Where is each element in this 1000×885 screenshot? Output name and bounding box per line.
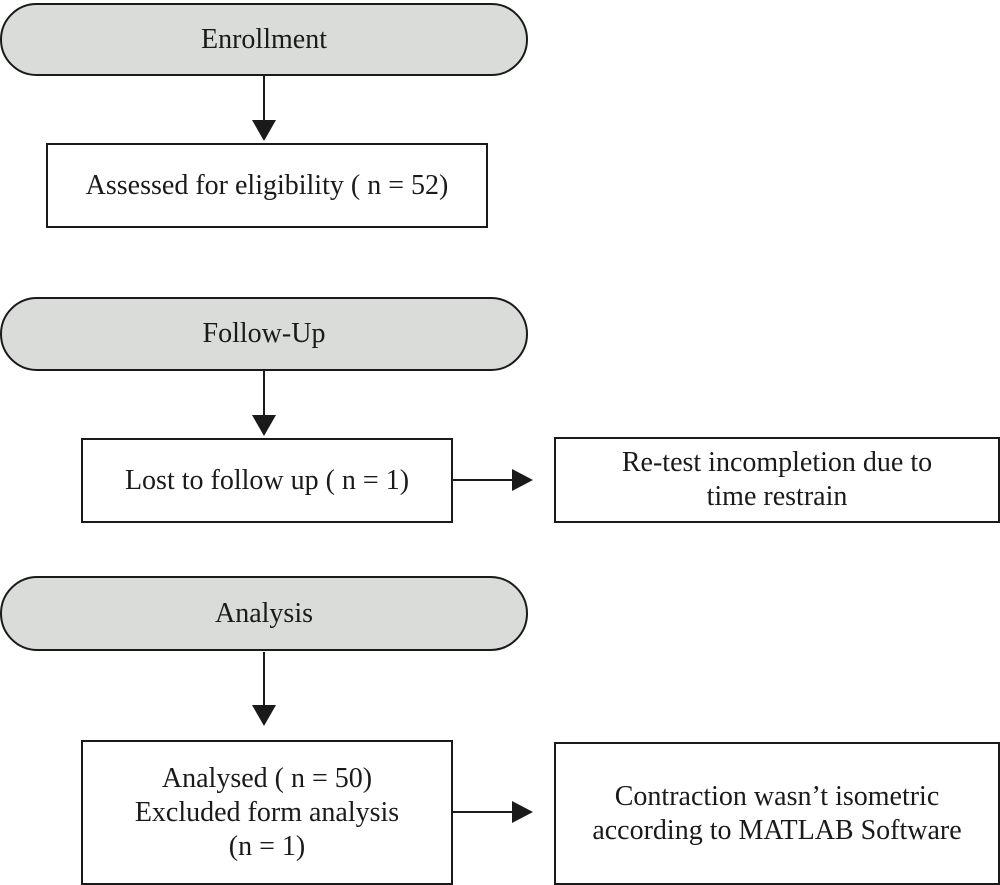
arrow-followup-to-lost [252, 371, 276, 436]
arrow-analysed-to-contraction [453, 801, 533, 823]
lost-text: Lost to follow up ( n = 1) [124, 464, 410, 496]
arrow-analysis-to-analysed [252, 652, 276, 726]
box-analysed: Analysed ( n = 50) Excluded form analysi… [81, 740, 453, 885]
stage-follow-up-label: Follow-Up [202, 318, 326, 349]
stage-analysis-label: Analysis [215, 597, 313, 629]
arrow-enrollment-to-assessed [252, 76, 276, 141]
retest-line-1: Re-test incompletion due to [621, 447, 933, 478]
analysed-line-3: (n = 1) [228, 830, 306, 862]
contraction-line-1: Contraction wasn’t isometric [614, 780, 940, 812]
stage-follow-up: Follow-Up [0, 297, 528, 371]
assessed-text: Assessed for eligibility ( n = 52) [85, 169, 449, 201]
box-contraction-not-isometric: Contraction wasn’t isometric according t… [554, 742, 1000, 885]
retest-line-2: time restrain [706, 481, 848, 512]
arrow-lost-to-retest [453, 469, 533, 491]
analysed-line-2: Excluded form analysis [134, 796, 400, 828]
box-lost-to-follow-up: Lost to follow up ( n = 1) [81, 438, 453, 523]
stage-enrollment: Enrollment [0, 3, 528, 76]
box-retest-incompletion: Re-test incompletion due to time restrai… [554, 437, 1000, 523]
contraction-line-2: according to MATLAB Software [592, 814, 962, 846]
box-assessed-eligibility: Assessed for eligibility ( n = 52) [46, 143, 488, 228]
stage-analysis: Analysis [0, 576, 528, 651]
analysed-line-1: Analysed ( n = 50) [161, 762, 373, 794]
stage-enrollment-label: Enrollment [201, 23, 327, 55]
